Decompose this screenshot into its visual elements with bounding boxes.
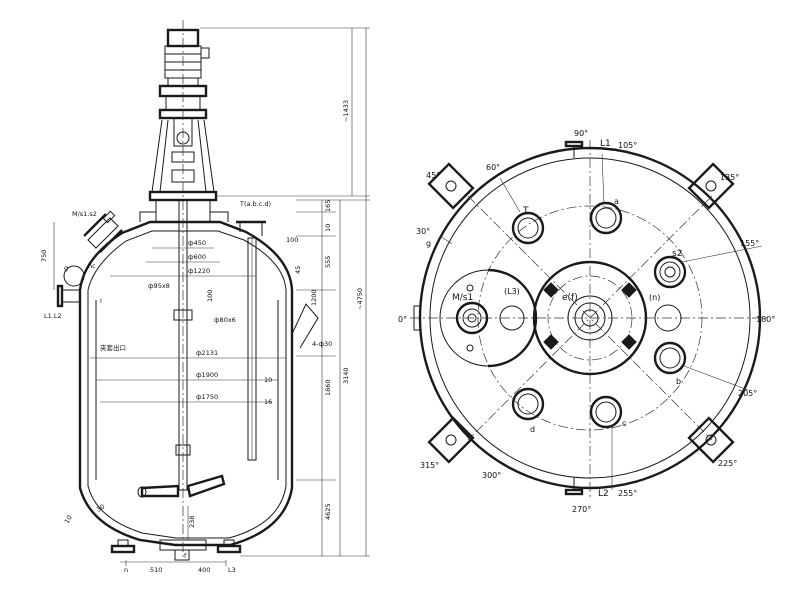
dim-1860: 1860 [324,379,332,396]
dim-10b: 10 [324,224,332,232]
nozzle-L3 [499,305,525,331]
dim-10c: 10 [63,514,74,525]
dim-750: 750 [40,250,48,262]
nozzle-d [511,387,545,421]
angle-135: 135° [720,173,739,182]
label-L3: (L3) [504,287,520,296]
dim-100b: 100 [206,290,214,302]
dim-d600: ф600 [188,253,206,261]
nozzle-n [654,304,682,332]
elevation-view: M/s1.s2 T(a.b.c.d) L1.L2 g hc I ф450 ф60… [40,20,370,574]
nozzle-s2 [653,255,687,289]
nozzle-ms [83,210,123,253]
label-ms1: M/s1 [452,293,473,303]
vessel-shell [78,290,294,547]
angle-270: 270° [572,505,591,514]
dim-100a: 100 [286,236,298,244]
dim-555: 555 [324,256,332,268]
nozzle-b [653,341,687,375]
angle-315: 315° [420,461,439,470]
dim-4750: ~4750 [356,288,364,310]
label-l1l2: L1.L2 [44,312,62,320]
dim-10a: 10 [264,376,272,384]
support-lug-225 [687,416,735,464]
angle-180: 180° [756,315,775,324]
dim-238: 238 [188,516,196,528]
support-leg-right [216,544,242,554]
nozzle-T [511,211,545,245]
nozzle-l1l2 [56,284,81,308]
dim-400: 400 [198,566,210,574]
label-n: (n) [649,293,660,302]
label-b: b [676,377,681,386]
support-lug-45 [427,162,475,210]
angle-255: 255° [618,489,637,498]
dim-1433: ~1433 [342,100,350,122]
dim-3140: 3140 [342,367,350,384]
agitator-shaft [178,199,188,491]
dim-d95x8: ф95x8 [148,282,170,290]
dim-n: n [124,566,128,574]
angle-155: 155° [740,239,759,248]
dim-45: 45 [294,266,302,274]
nozzle-a [589,201,623,235]
dim-f: f [184,552,187,560]
angle-30: 30° [416,227,430,236]
label-s2: s2 [672,249,682,259]
support-lug-135 [687,162,735,210]
angle-60: 60° [486,163,500,172]
dim-d1750: ф1750 [196,393,218,401]
label-nozzle-t: T(a.b.c.d) [239,200,271,208]
dim-30: 30 [95,503,106,514]
label-g-plan: g [426,239,431,248]
label-d: d [530,425,535,434]
support-leg-left [110,544,136,554]
label-jacket: 夹套出口 [100,343,126,352]
dim-d1220: ф1220 [188,267,210,275]
nozzle-c [589,395,623,429]
dim-4625: 4625 [324,503,332,520]
dim-d450: ф450 [188,239,206,247]
dim-d2131: ф2131 [196,349,218,357]
nozzle-L2 [564,488,584,496]
angle-90: 90° [574,129,588,138]
dim-16: 16 [264,398,272,406]
dim-4d30: 4-ф30 [312,340,332,348]
label-a: a [614,197,619,206]
label-L1: L1 [600,139,611,149]
label-roman: I [100,297,102,305]
angle-300: 300° [482,471,501,480]
nozzle-L1 [564,140,584,148]
label-g: g [64,264,68,272]
label-hc: hc [88,262,96,270]
angle-105: 105° [618,141,637,150]
label-c: c [622,419,626,428]
label-nozzle-ms: M/s1.s2 [72,210,97,218]
angle-0: 0° [398,315,407,324]
plan-view: 90° 45° 60° 105° 135° 30° 155° 0° 180° 2… [398,129,775,514]
dim-1200: 1200 [310,289,318,306]
angle-225: 225° [718,459,737,468]
nozzle-ms1 [439,268,538,368]
dim-L3: L3 [228,566,236,574]
impeller [140,474,226,498]
label-ef: e(f) [562,293,578,303]
dim-165: 165 [324,200,332,212]
dim-d80x6: ф80x6 [214,316,236,324]
angle-205: 205° [738,389,757,398]
label-L2: L2 [598,489,609,499]
dim-d1900: ф1900 [196,371,218,379]
label-T: T [522,206,529,216]
support-lug-315 [427,416,475,464]
angle-45: 45° [426,171,440,180]
dim-510: 510 [150,566,162,574]
